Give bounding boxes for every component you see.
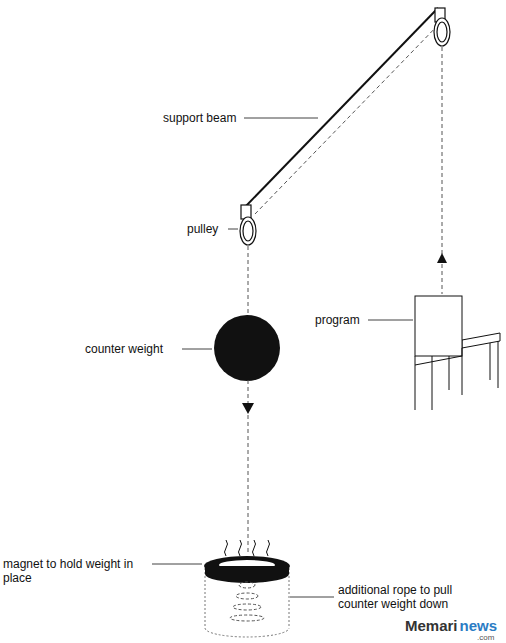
magnet-field — [225, 540, 270, 556]
support-beam — [246, 8, 438, 206]
rope-coil — [230, 582, 264, 621]
arrow-down — [242, 403, 254, 414]
part-label: additional rope to pull counter weight d… — [337, 583, 491, 611]
part-label: pulley — [186, 222, 228, 236]
pulley-symbol — [240, 205, 256, 245]
part-label: magnet to hold weight in place — [2, 557, 152, 585]
part-label: program — [314, 313, 368, 327]
arrow-up — [437, 253, 447, 263]
part-label: counter weight — [84, 342, 182, 356]
rope — [248, 246, 249, 316]
watermark: .com — [476, 633, 495, 643]
part-label: support beam — [162, 111, 244, 125]
watermark: Memari — [404, 617, 459, 634]
pulley-symbol — [434, 8, 450, 46]
magnet — [204, 556, 290, 637]
watermark: news — [459, 617, 499, 634]
program-chair — [415, 296, 500, 410]
counter-weight — [214, 315, 280, 381]
leader-lines — [150, 118, 413, 597]
